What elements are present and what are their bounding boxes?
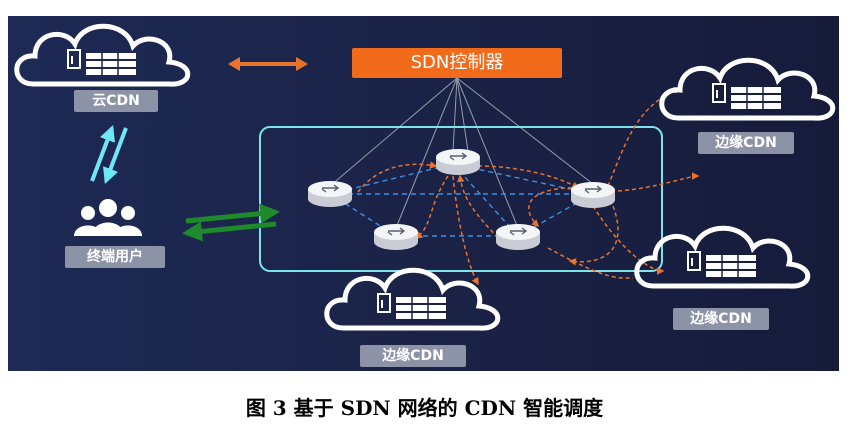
bidirectional-orange-arrow <box>228 57 308 71</box>
router-2 <box>435 148 481 176</box>
edge-cdn-top-right-icon <box>662 60 833 118</box>
orange-dashed-paths <box>357 86 700 286</box>
sdn-controller-box: SDN控制器 <box>352 48 562 78</box>
edge-cdn-bottom-icon <box>327 270 498 328</box>
end-users-label: 终端用户 <box>65 246 165 268</box>
edge-cdn-top-right-label: 边缘CDN <box>698 132 794 154</box>
sdn-cdn-diagram <box>8 16 839 371</box>
cloud-cdn-icon <box>17 26 188 84</box>
edge-cdn-bottom-right-label: 边缘CDN <box>673 308 769 330</box>
router-3 <box>373 223 419 251</box>
controller-links <box>329 77 594 229</box>
diagram-figure: SDN控制器 云CDN 终端用户 边缘CDN 边缘CDN 边缘CDN <box>8 16 839 371</box>
router-1 <box>307 180 353 208</box>
figure-caption: 图 3 基于 SDN 网络的 CDN 智能调度 <box>245 396 604 420</box>
user-cloud-arrows <box>90 125 128 184</box>
cloud-cdn-label: 云CDN <box>74 90 158 112</box>
network-boundary <box>259 126 663 272</box>
edge-cdn-bottom-label: 边缘CDN <box>360 345 466 367</box>
router-4 <box>495 223 541 251</box>
users-network-arrows <box>182 203 280 242</box>
router-5 <box>570 181 616 209</box>
users-icon <box>74 199 142 236</box>
